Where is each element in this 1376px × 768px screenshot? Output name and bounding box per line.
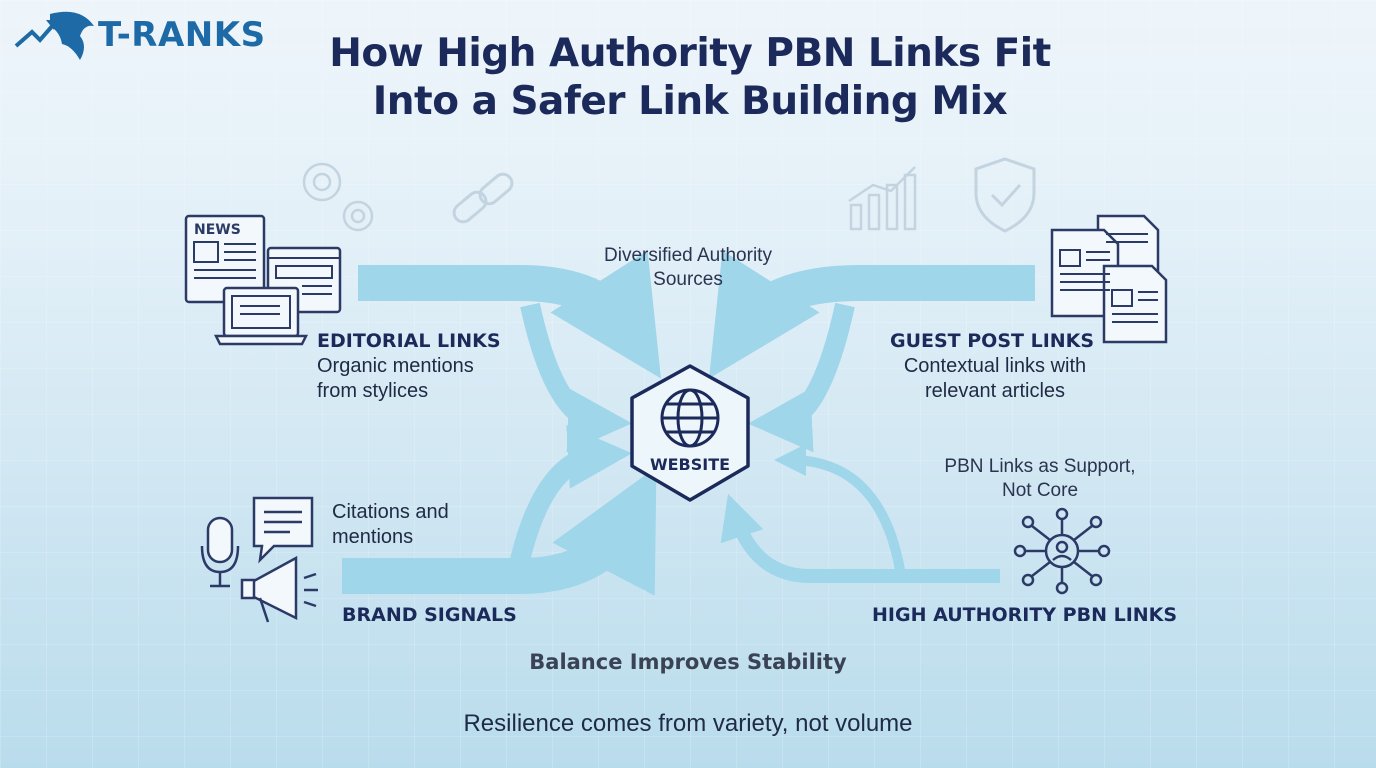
website-label: WEBSITE bbox=[650, 455, 730, 474]
brand-signals-description: Citations and mentions bbox=[332, 500, 449, 550]
arrow-brand-upper bbox=[510, 424, 632, 563]
website-node[interactable]: WEBSITE bbox=[622, 358, 758, 508]
editorial-title: EDITORIAL LINKS bbox=[317, 330, 501, 352]
arrow-editorial-lower bbox=[520, 302, 632, 453]
diversified-note-line-2: Sources bbox=[653, 269, 723, 290]
pbn-note-line-1: PBN Links as Support, bbox=[944, 456, 1136, 477]
bar-chart-icon bbox=[848, 166, 917, 231]
diversified-note: Diversified Authority Sources bbox=[568, 244, 808, 292]
microphone-megaphone-icon bbox=[200, 496, 318, 623]
page-title: How High Authority PBN Links Fit Into a … bbox=[220, 30, 1160, 126]
brand-signals-title: BRAND SIGNALS bbox=[342, 604, 517, 626]
arrow-editorial-main bbox=[358, 250, 662, 379]
shark-logo-icon bbox=[14, 11, 94, 60]
guest-description: Contextual links with relevant articles bbox=[885, 354, 1105, 404]
news-devices-icon: NEWS bbox=[184, 214, 342, 346]
pbn-title: HIGH AUTHORITY PBN LINKS bbox=[872, 604, 1178, 626]
brand-logo[interactable]: T-RANKS bbox=[10, 6, 266, 64]
arrow-guest-lower bbox=[748, 302, 855, 453]
diversified-note-line-1: Diversified Authority bbox=[604, 245, 772, 266]
title-line-2: Into a Safer Link Building Mix bbox=[372, 79, 1008, 124]
arrow-pbn-upper bbox=[774, 444, 905, 571]
brand-desc-line-2: mentions bbox=[332, 526, 414, 548]
arrow-brand-main bbox=[342, 466, 657, 596]
shield-check-icon bbox=[974, 157, 1036, 233]
news-icon-text: NEWS bbox=[194, 222, 241, 238]
arrow-guest-main bbox=[708, 250, 1035, 379]
pbn-support-note: PBN Links as Support, Not Core bbox=[915, 455, 1165, 503]
brand-name: T-RANKS bbox=[98, 15, 266, 55]
editorial-desc-line-1: Organic mentions bbox=[317, 355, 474, 377]
arrow-pbn-main bbox=[720, 493, 1000, 583]
documents-icon bbox=[1050, 214, 1168, 344]
editorial-desc-line-2: from stylices bbox=[317, 380, 429, 402]
editorial-description: Organic mentions from stylices bbox=[317, 354, 474, 404]
globe-icon bbox=[660, 388, 720, 448]
guest-desc-line-1: Contextual links with bbox=[903, 355, 1087, 377]
brand-desc-line-1: Citations and bbox=[332, 501, 449, 523]
chain-link-icon bbox=[452, 172, 514, 224]
pbn-note-line-2: Not Core bbox=[1001, 480, 1079, 501]
network-hub-icon bbox=[1013, 507, 1111, 595]
guest-title: GUEST POST LINKS bbox=[890, 330, 1095, 352]
gears-icon bbox=[302, 162, 374, 232]
footer-headline: Balance Improves Stability bbox=[529, 650, 847, 674]
title-line-1: How High Authority PBN Links Fit bbox=[329, 31, 1051, 76]
footer-tagline: Resilience comes from variety, not volum… bbox=[463, 710, 913, 737]
guest-desc-line-2: relevant articles bbox=[924, 380, 1066, 402]
